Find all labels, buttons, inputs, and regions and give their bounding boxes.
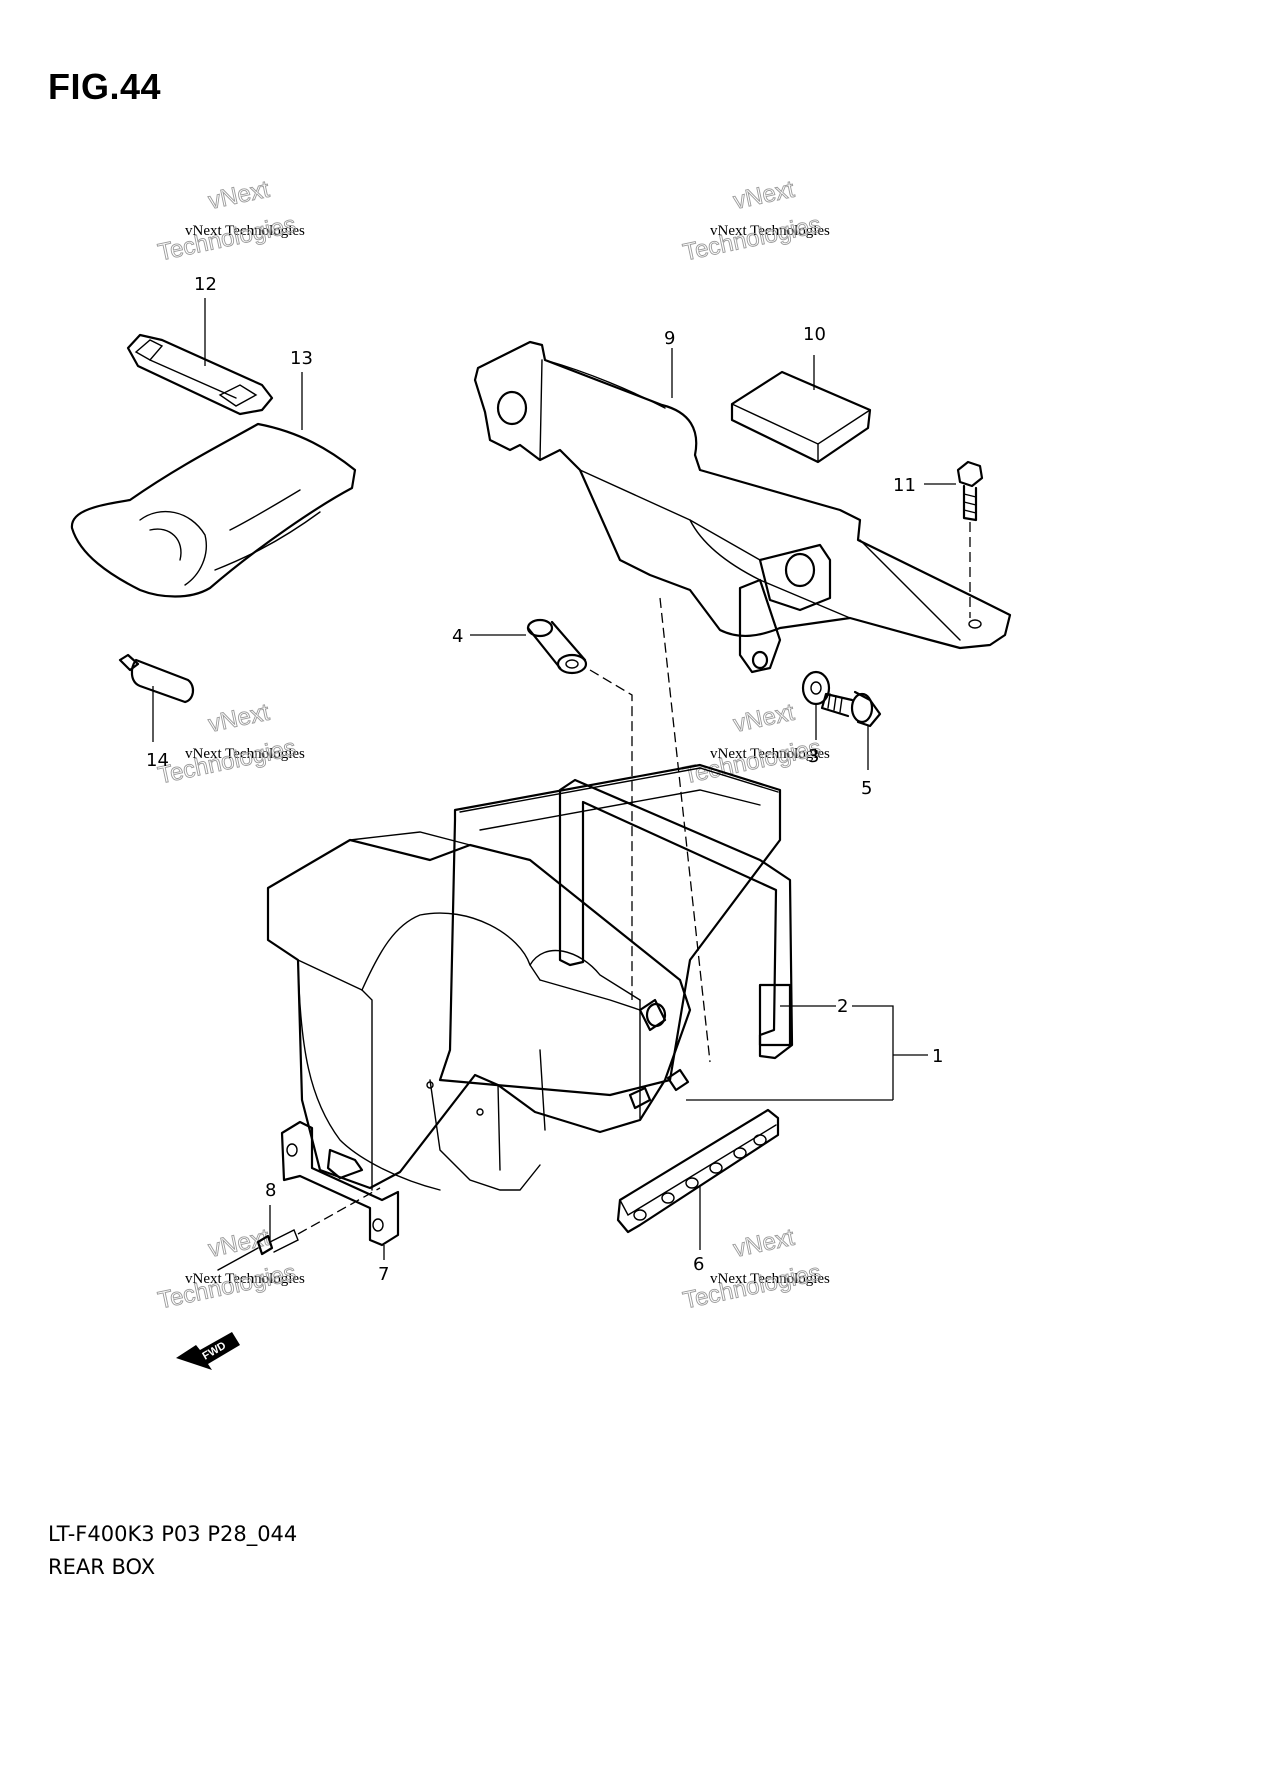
callout-4: 4 bbox=[452, 626, 463, 647]
svg-text:Technologies: Technologies bbox=[156, 1259, 299, 1315]
part-bolt-5 bbox=[820, 690, 882, 728]
part-mount-plate bbox=[280, 1120, 400, 1247]
part-bolt-11 bbox=[956, 460, 984, 618]
fwd-direction-marker: FWD bbox=[176, 1332, 240, 1370]
figure-title: FIG.44 bbox=[48, 66, 162, 107]
svg-text:vNext Technologies: vNext Technologies bbox=[185, 746, 305, 762]
svg-text:vNext: vNext bbox=[731, 1224, 797, 1263]
svg-text:vNext Technologies: vNext Technologies bbox=[710, 223, 830, 239]
svg-text:vNext: vNext bbox=[206, 699, 272, 738]
part-bracket bbox=[473, 340, 1012, 674]
part-collar bbox=[526, 618, 633, 1000]
callout-7: 7 bbox=[378, 1264, 389, 1285]
part-cushion bbox=[70, 422, 357, 598]
part-rivet bbox=[217, 1187, 381, 1271]
svg-text:vNext: vNext bbox=[731, 176, 797, 215]
group-name: REAR BOX bbox=[48, 1555, 156, 1579]
svg-text:vNext: vNext bbox=[731, 699, 797, 738]
svg-text:vNext Technologies: vNext Technologies bbox=[185, 223, 305, 239]
callout-10: 10 bbox=[803, 324, 826, 345]
watermark-mid-left: vNext vNext Technologies Technologies bbox=[155, 698, 305, 790]
svg-text:vNext Technologies: vNext Technologies bbox=[185, 1271, 305, 1287]
svg-text:vNext: vNext bbox=[206, 1224, 272, 1263]
callout-1: 1 bbox=[932, 1046, 943, 1067]
part-stay-bar bbox=[616, 1108, 780, 1234]
watermark-top-left: vNext vNext Technologies Technologies bbox=[155, 175, 305, 267]
callout-8: 8 bbox=[265, 1180, 276, 1201]
svg-text:Technologies: Technologies bbox=[681, 211, 824, 267]
callout-12: 12 bbox=[194, 274, 217, 295]
callout-13: 13 bbox=[290, 348, 313, 369]
part-clip bbox=[118, 653, 195, 704]
callout-2: 2 bbox=[837, 996, 848, 1017]
svg-text:vNext Technologies: vNext Technologies bbox=[710, 1271, 830, 1287]
leader-lines bbox=[152, 298, 956, 1260]
callout-6: 6 bbox=[693, 1254, 704, 1275]
callout-14: 14 bbox=[146, 750, 169, 771]
svg-text:Technologies: Technologies bbox=[156, 734, 299, 790]
svg-text:vNext Technologies: vNext Technologies bbox=[710, 746, 830, 762]
callout-11: 11 bbox=[893, 475, 916, 496]
svg-text:Technologies: Technologies bbox=[156, 211, 299, 267]
model-code: LT-F400K3 P03 P28_044 bbox=[48, 1522, 298, 1546]
part-strap bbox=[126, 333, 274, 416]
watermark-bottom-left: vNext vNext Technologies Technologies bbox=[155, 1223, 305, 1315]
part-gasket bbox=[558, 778, 794, 1060]
watermark-mid-right: vNext vNext Technologies Technologies bbox=[680, 698, 830, 790]
callout-5: 5 bbox=[861, 778, 872, 799]
callout-3: 3 bbox=[808, 746, 819, 767]
callout-9: 9 bbox=[664, 328, 675, 349]
svg-text:vNext: vNext bbox=[206, 176, 272, 215]
part-pad bbox=[730, 370, 872, 464]
watermark-top-right: vNext vNext Technologies Technologies bbox=[680, 175, 830, 267]
part-rear-box bbox=[266, 763, 782, 1191]
